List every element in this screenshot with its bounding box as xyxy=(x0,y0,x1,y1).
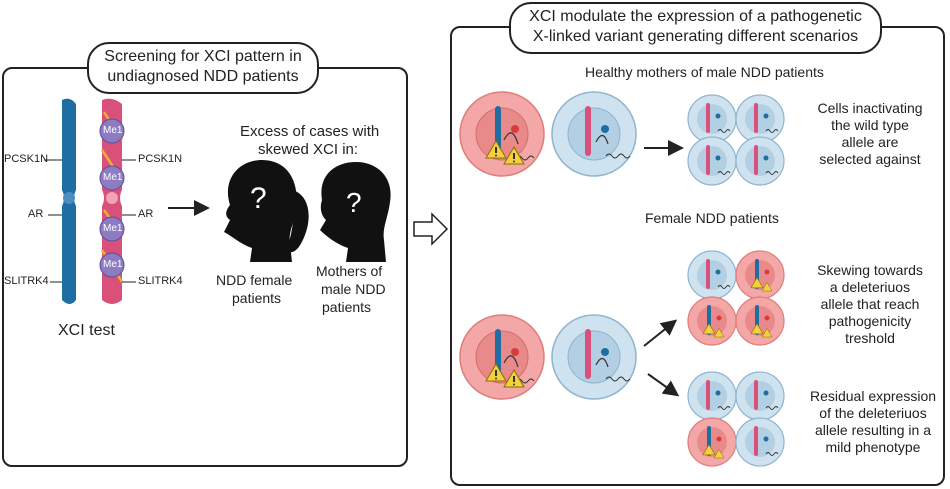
excess-line-1: Excess of cases with xyxy=(240,123,380,140)
blue-cell-section1 xyxy=(551,91,637,177)
mothers-line-1: Mothers of xyxy=(316,263,383,279)
section1-text-line: selected against xyxy=(819,151,921,167)
small-cell xyxy=(687,296,737,346)
section1-text-line: allele are xyxy=(841,134,899,150)
small-cell xyxy=(735,296,785,346)
right-title-line-1: XCI modulate the expression of a pathoge… xyxy=(529,8,862,25)
section2a-text-line: a deleteriuos xyxy=(829,279,911,295)
section1-description: Cells inactivating the wild type allele … xyxy=(810,100,930,168)
gene-leader-lines xyxy=(44,159,136,283)
section2b-description: Residual expression of the deleteriuos a… xyxy=(808,388,938,456)
small-cell xyxy=(735,94,785,144)
excess-line-2: skewed XCI in: xyxy=(258,141,359,158)
chromosome-blue xyxy=(62,98,76,305)
section1-heading: Healthy mothers of male NDD patients xyxy=(585,64,824,80)
small-cell xyxy=(735,250,785,300)
small-cell xyxy=(687,136,737,186)
small-cell xyxy=(735,417,785,467)
section2a-text-line: allele that reach xyxy=(820,296,920,312)
left-title-line-1: Screening for XCI pattern in xyxy=(104,48,302,65)
label-pcsk1n-left: PCSK1N xyxy=(4,153,49,165)
left-panel-title: Screening for XCI pattern in undiagnosed… xyxy=(87,42,319,94)
section2a-text-line: Skewing towards xyxy=(817,262,923,278)
section1-text-line: Cells inactivating xyxy=(817,100,923,116)
xci-test-label: XCI test xyxy=(58,322,115,339)
small-cell xyxy=(735,371,785,421)
section2a-description: Skewing towards a deleteriuos allele tha… xyxy=(810,262,930,347)
section2a-text-line: pathogenicity xyxy=(828,313,912,329)
label-ar-right: AR xyxy=(138,208,154,220)
label-slitrk4-left: SLITRK4 xyxy=(4,275,49,287)
methyl-marks xyxy=(99,118,125,278)
girl-silhouette xyxy=(224,160,309,262)
label-slitrk4-right: SLITRK4 xyxy=(138,275,183,287)
boy-silhouette xyxy=(320,162,391,262)
me1-label: Me1 xyxy=(103,125,123,136)
question-mark-girl: ? xyxy=(250,182,267,215)
section2b-text-line: mild phenotype xyxy=(825,439,921,455)
red-cell-section1 xyxy=(460,92,544,176)
mothers-line-2: male NDD xyxy=(321,281,386,297)
section2b-text-line: of the deleteriuos xyxy=(819,405,927,421)
me1-label: Me1 xyxy=(103,259,123,270)
right-panel-title: XCI modulate the expression of a pathoge… xyxy=(509,2,882,54)
small-cell xyxy=(687,417,737,467)
red-cell-section2 xyxy=(460,315,544,399)
me1-label: Me1 xyxy=(103,223,123,234)
me1-label: Me1 xyxy=(103,172,123,183)
arrow-section2-up xyxy=(643,319,678,347)
female-patients-line-2: patients xyxy=(232,290,282,306)
small-cell xyxy=(735,136,785,186)
small-cell xyxy=(687,94,737,144)
left-title-line-2: undiagnosed NDD patients xyxy=(107,68,299,85)
section2-heading: Female NDD patients xyxy=(645,210,779,226)
section2b-text-line: Residual expression xyxy=(809,388,937,404)
section2b-text-line: allele resulting in a xyxy=(815,422,931,438)
section1-text-line: the wild type xyxy=(831,117,909,133)
blue-cell-section2 xyxy=(551,314,637,400)
female-patients-line-1: NDD female xyxy=(216,272,293,288)
question-mark-boy: ? xyxy=(346,187,362,218)
small-cell xyxy=(687,371,737,421)
hollow-arrow xyxy=(413,212,449,246)
mothers-line-3: patients xyxy=(322,299,372,315)
right-title-line-2: X-linked variant generating different sc… xyxy=(532,28,859,45)
label-ar-left: AR xyxy=(28,208,44,220)
small-cell xyxy=(687,250,737,300)
label-pcsk1n-right: PCSK1N xyxy=(138,153,183,165)
section2a-text-line: treshold xyxy=(845,330,895,346)
arrow-section2-down xyxy=(647,373,680,397)
